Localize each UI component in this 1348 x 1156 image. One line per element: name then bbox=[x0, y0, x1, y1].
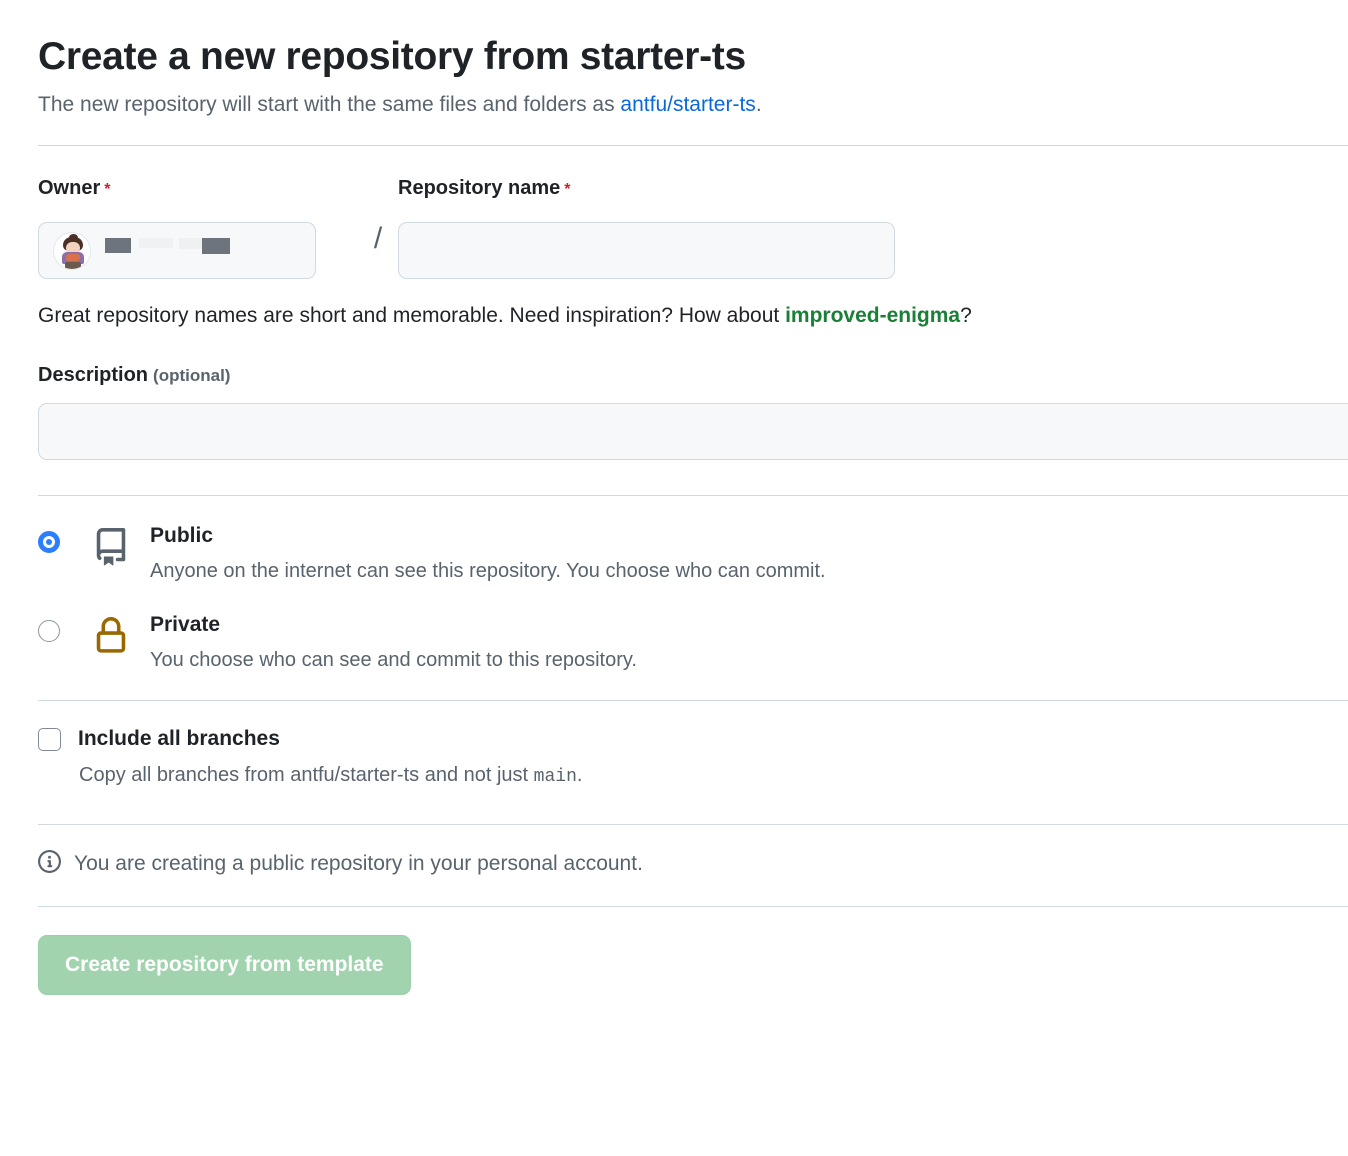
repository-name-label: Repository name bbox=[398, 177, 561, 200]
avatar bbox=[53, 231, 91, 270]
include-branches-checkbox[interactable] bbox=[38, 727, 61, 751]
radio-private[interactable] bbox=[38, 619, 60, 642]
repo-book-icon bbox=[88, 524, 134, 570]
divider-header bbox=[38, 145, 1348, 147]
radio-public[interactable] bbox=[38, 530, 60, 553]
divider-notice bbox=[38, 906, 1348, 908]
suggested-name-link[interactable]: improved-enigma bbox=[785, 304, 961, 328]
owner-required-star: * bbox=[104, 181, 111, 199]
owner-name-redaction-3 bbox=[179, 237, 205, 249]
branches-desc-suffix: . bbox=[576, 764, 583, 787]
page-subtitle: The new repository will start with the s… bbox=[38, 90, 1348, 120]
owner-name-redaction-4 bbox=[202, 237, 230, 254]
visibility-public-text: Public Anyone on the internet can see th… bbox=[150, 522, 826, 585]
repository-name-hint: Great repository names are short and mem… bbox=[38, 301, 1348, 330]
owner-name-redaction-1 bbox=[105, 237, 131, 253]
owner-column: Owner* bbox=[38, 176, 358, 280]
avatar-shirt bbox=[66, 253, 80, 261]
description-optional-note: (optional) bbox=[153, 365, 231, 385]
visibility-group: Public Anyone on the internet can see th… bbox=[38, 496, 1348, 675]
description-block: Description(optional) bbox=[38, 331, 1348, 460]
include-branches-label: Include all branches bbox=[78, 727, 280, 751]
owner-select[interactable] bbox=[38, 222, 316, 280]
page-title: Create a new repository from starter-ts bbox=[38, 35, 746, 78]
repository-name-column: Repository name* bbox=[398, 176, 1348, 280]
submit-area: Create repository from template bbox=[38, 907, 1348, 996]
visibility-private-description: You choose who can see and commit to thi… bbox=[150, 649, 637, 672]
avatar-legs bbox=[65, 261, 81, 269]
visibility-public-description: Anyone on the internet can see this repo… bbox=[150, 559, 826, 582]
visibility-private-text: Private You choose who can see and commi… bbox=[150, 611, 637, 674]
visibility-private-title: Private bbox=[150, 612, 221, 636]
branches-default-branch: main bbox=[533, 767, 577, 788]
create-repository-button[interactable]: Create repository from template bbox=[38, 935, 411, 996]
divider-visibility bbox=[38, 700, 1348, 702]
include-branches-block: Include all branches Copy all branches f… bbox=[38, 701, 1348, 789]
owner-name-redaction-2 bbox=[139, 237, 173, 248]
repository-name-required-star: * bbox=[564, 181, 571, 199]
repository-name-label-line: Repository name* bbox=[398, 176, 1348, 206]
description-label-line: Description(optional) bbox=[38, 363, 1348, 387]
subtitle-suffix: . bbox=[755, 92, 762, 116]
description-input[interactable] bbox=[38, 402, 1348, 460]
template-repo-link[interactable]: antfu/starter-ts bbox=[620, 92, 756, 116]
lock-icon bbox=[88, 613, 134, 659]
owner-label-line: Owner* bbox=[38, 176, 358, 206]
visibility-public-title: Public bbox=[150, 523, 214, 547]
avatar-hair-bun bbox=[69, 233, 78, 241]
branches-desc-prefix: Copy all branches from antfu/starter-ts … bbox=[79, 764, 534, 787]
owner-label: Owner bbox=[38, 177, 101, 200]
visibility-notice-text: You are creating a public repository in … bbox=[74, 852, 643, 876]
hint-suffix: ? bbox=[960, 304, 972, 328]
subtitle-prefix: The new repository will start with the s… bbox=[38, 92, 621, 116]
visibility-option-public[interactable]: Public Anyone on the internet can see th… bbox=[38, 522, 1348, 585]
owner-repo-row: Owner* bbox=[38, 146, 1348, 280]
visibility-option-private[interactable]: Private You choose who can see and commi… bbox=[38, 611, 1348, 674]
include-branches-description: Copy all branches from antfu/starter-ts … bbox=[79, 762, 1348, 789]
divider-branches bbox=[38, 824, 1348, 826]
owner-name bbox=[105, 237, 301, 264]
repository-name-input[interactable] bbox=[398, 222, 895, 280]
owner-repo-separator: / bbox=[373, 222, 383, 256]
divider-description bbox=[38, 494, 1348, 496]
description-label: Description bbox=[38, 363, 149, 386]
hint-prefix: Great repository names are short and mem… bbox=[38, 304, 786, 328]
visibility-notice: You are creating a public repository in … bbox=[38, 825, 1348, 878]
avatar-face bbox=[66, 241, 80, 254]
include-branches-row[interactable]: Include all branches bbox=[38, 727, 1348, 751]
info-icon bbox=[38, 850, 61, 878]
